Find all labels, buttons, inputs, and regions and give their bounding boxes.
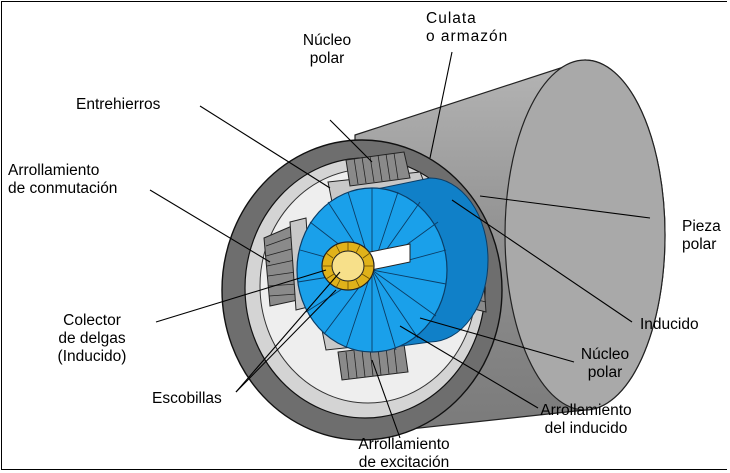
label-arr-exc-line1: Arrollamiento	[358, 436, 450, 453]
label-culata-line2: o armazón	[426, 28, 509, 45]
housing-end-cap	[504, 59, 666, 411]
label-arr-ind-line1: Arrollamiento	[540, 402, 632, 419]
label-arr-exc-line2: de excitación	[358, 454, 450, 471]
label-nucleo-top-line1: Núcleo	[302, 32, 352, 49]
label-culata-line1: Culata	[426, 10, 477, 27]
label-culata: Culata o armazón	[426, 10, 508, 46]
label-arrollamiento-inducido: Arrollamiento del inducido	[516, 402, 656, 438]
label-nucleo-bottom-line1: Núcleo	[580, 346, 630, 363]
label-nucleo-polar-bottom: Núcleo polar	[560, 346, 650, 382]
label-arrollamiento-excitacion: Arrollamiento de excitación	[334, 436, 474, 472]
label-pieza-polar: Pieza polar	[682, 218, 721, 254]
label-nucleo-polar-top: Núcleo polar	[282, 32, 372, 68]
label-nucleo-top-line2: polar	[309, 50, 345, 67]
label-arr-conm-line1: Arrollamiento	[8, 162, 100, 179]
label-entrehierros: Entrehierros	[76, 96, 161, 113]
label-arr-ind-line2: del inducido	[544, 420, 628, 437]
label-colector-line1: Colector	[63, 312, 121, 329]
label-arr-conm-line2: de conmutación	[8, 180, 118, 197]
label-colector-delgas: Colector de delgas (Inducido)	[32, 312, 152, 366]
leader-lines	[149, 51, 651, 439]
label-inducido: Inducido	[640, 316, 699, 333]
label-colector-line2: de delgas	[58, 330, 126, 347]
label-nucleo-bottom-line2: polar	[587, 364, 623, 381]
label-pieza-line1: Pieza	[682, 218, 721, 235]
label-escobillas: Escobillas	[152, 390, 222, 407]
label-arrollamiento-conmutacion: Arrollamiento de conmutación	[8, 162, 117, 198]
commutator	[321, 241, 375, 291]
label-pieza-line2: polar	[682, 236, 717, 253]
label-colector-line3: (Inducido)	[57, 348, 127, 365]
